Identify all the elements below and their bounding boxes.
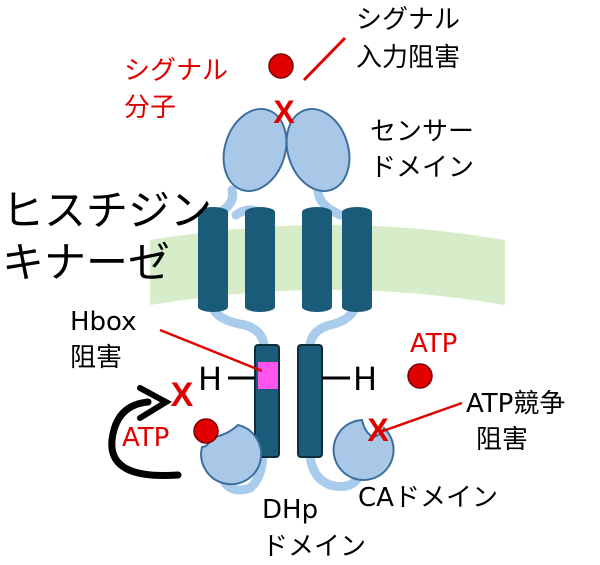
helix-1 (198, 207, 228, 312)
dhp-helix-right (297, 344, 323, 458)
phosphotransfer-arrow (108, 398, 182, 480)
atp-competitive-label-2: 阻害 (476, 425, 528, 455)
atp-free-dot (407, 363, 433, 389)
sensor-domain-label-1: センサー (370, 117, 474, 147)
linker-right-ca (305, 450, 363, 491)
x-mark-atp: X (367, 412, 389, 448)
linker-right-bottom (305, 300, 361, 350)
signal-inhibition-label-1: シグナル (356, 5, 460, 35)
hbox-inhibition-label-2: 阻害 (70, 343, 122, 373)
signal-molecule-label-1: シグナル (124, 56, 228, 86)
signal-molecule-label-2: 分子 (124, 93, 176, 123)
ca-domain-label: CAドメイン (358, 483, 498, 513)
helix-2 (245, 207, 275, 312)
atp-competitive-label-1: ATP競争 (466, 389, 565, 419)
atp-competitive-pointer (379, 401, 463, 434)
linker-left-ca (217, 450, 268, 495)
hbox-inhibition-pointer (159, 328, 263, 373)
linker-left-bottom (207, 300, 269, 350)
signal-inhibition-label-2: 入力阻害 (356, 43, 460, 73)
phosphotransfer-arrowhead (137, 385, 173, 421)
sensor-domain-label-2: ドメイン (370, 153, 474, 183)
title-line1: ヒスチジン (2, 186, 212, 235)
atp-bound-label: ATP (122, 423, 169, 453)
atp-free-label: ATP (410, 329, 457, 359)
ca-domain-right (332, 418, 395, 481)
dhp-domain-label-1: DHp (262, 495, 318, 525)
hbox-inhibition-label-1: Hbox (70, 307, 137, 337)
title-line2: キナーゼ (2, 238, 170, 287)
signal-molecule-dot (268, 53, 294, 79)
helix-4 (342, 207, 372, 312)
signal-inhibition-pointer (302, 36, 347, 82)
helix-3 (302, 207, 332, 312)
x-mark-signal: X (273, 94, 295, 130)
histidine-left-label: H (198, 360, 222, 398)
histidine-right-label: H (353, 360, 377, 398)
sensor-domain-right (285, 107, 351, 193)
sensor-domain-left (222, 107, 288, 193)
x-mark-hbox: X (171, 376, 194, 414)
transmembrane-helices (198, 207, 372, 312)
dhp-domain-label-2: ドメイン (262, 532, 366, 562)
atp-bound-dot (193, 418, 219, 444)
hbox-site (258, 362, 278, 389)
